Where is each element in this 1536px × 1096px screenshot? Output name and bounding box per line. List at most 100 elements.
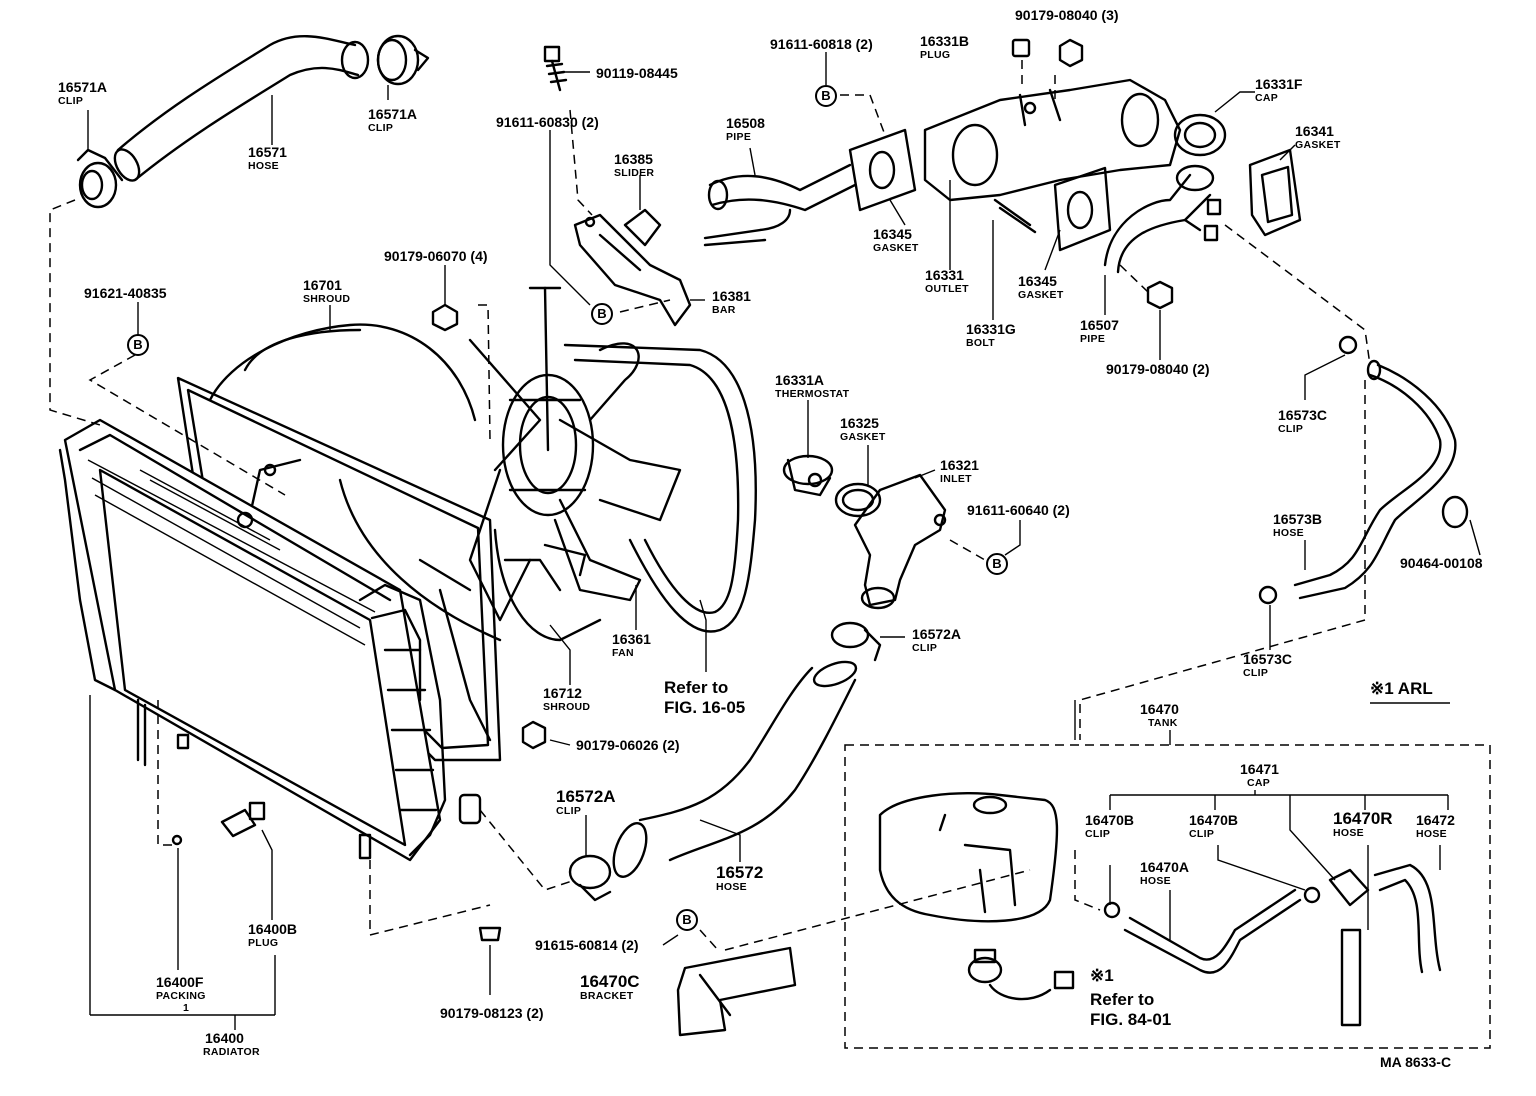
label-16712-name: SHROUD xyxy=(543,701,591,713)
callout-b-91611-60830: B xyxy=(591,303,613,325)
label-16385-name: SLIDER xyxy=(614,167,655,179)
label-91611-60830-number: 91611-60830 (2) xyxy=(496,114,599,130)
pipe-16507 xyxy=(1103,164,1222,274)
refer-fig-16-05-line1: Refer to xyxy=(664,678,729,697)
dashed-leaders xyxy=(49,60,1371,951)
bolt-16331G xyxy=(993,198,1037,234)
label-90179-06026-number: 90179-06026 (2) xyxy=(576,737,680,753)
label-16470B-b-number: 16470B xyxy=(1189,812,1239,828)
clip-16573C-top xyxy=(1338,335,1358,355)
label-16572A-left-name: CLIP xyxy=(556,805,582,817)
thermostat-16331A xyxy=(782,454,834,497)
label-16470A-number: 16470A xyxy=(1140,859,1190,875)
bracket-16470C xyxy=(676,946,797,1037)
label-16470B-b-name: CLIP xyxy=(1189,828,1215,840)
level-sensor xyxy=(967,948,1075,1001)
nut-90179-06070 xyxy=(431,303,459,332)
reserve-tank-box xyxy=(844,744,1491,1049)
label-16507-name: PIPE xyxy=(1080,333,1106,345)
nut-90179-08040-top xyxy=(1058,38,1084,68)
label-16572-number: 16572 xyxy=(716,863,764,882)
upper-hose-16571 xyxy=(113,35,370,182)
label-16572-name: HOSE xyxy=(716,881,747,893)
inlet-16321 xyxy=(853,473,947,610)
label-16573B-name: HOSE xyxy=(1273,527,1304,539)
label-16571A-name: CLIP xyxy=(58,95,84,107)
label-90179-08040-3-number: 90179-08040 (3) xyxy=(1015,7,1119,23)
label-16331B-number: 16331B xyxy=(920,33,970,49)
label-16331G-name: BOLT xyxy=(966,337,995,349)
label-16701-name: SHROUD xyxy=(303,293,351,305)
cap-16331F xyxy=(1173,113,1227,157)
label-16361-name: FAN xyxy=(612,647,634,659)
label-16400F-name: PACKING xyxy=(156,990,206,1002)
label-16345-b-number: 16345 xyxy=(1018,273,1057,289)
label-16325-number: 16325 xyxy=(840,415,879,431)
lower-hose-16572 xyxy=(612,660,858,878)
label-16381-number: 16381 xyxy=(712,288,751,304)
clip-16571A-left xyxy=(76,148,124,209)
label-16331F-number: 16331F xyxy=(1255,76,1303,92)
callout-b-91611-60640: B xyxy=(986,553,1008,575)
plug-16400B xyxy=(220,801,266,838)
label-16701-number: 16701 xyxy=(303,277,342,293)
label-16331-number: 16331 xyxy=(925,267,964,283)
label-16345-a-name: GASKET xyxy=(873,242,919,254)
label-16361-number: 16361 xyxy=(612,631,651,647)
label-16470B-a-name: CLIP xyxy=(1085,828,1111,840)
radiator-16400 xyxy=(58,418,482,862)
label-16573C-bottom-name: CLIP xyxy=(1243,667,1269,679)
nut-90179-08040-bottom xyxy=(1146,280,1174,310)
label-16472-name: HOSE xyxy=(1416,828,1447,840)
hose-16470A xyxy=(1123,888,1302,974)
label-16321-name: INLET xyxy=(940,473,972,485)
label-16381-name: BAR xyxy=(712,304,736,316)
plug-16331B xyxy=(1011,38,1031,58)
label-16471-name: CAP xyxy=(1247,777,1271,789)
clip-16571A-right xyxy=(376,34,430,86)
label-16470R-name: HOSE xyxy=(1333,827,1364,839)
outlet-16331 xyxy=(923,78,1182,202)
label-91611-60818-number: 91611-60818 (2) xyxy=(770,36,873,52)
callout-b-91611-60818: B xyxy=(815,85,837,107)
hose-16573B xyxy=(1293,359,1457,600)
label-16470-number: 16470 xyxy=(1140,701,1179,717)
label-16508-number: 16508 xyxy=(726,115,765,131)
label-16507-number: 16507 xyxy=(1080,317,1119,333)
label-16331B-name: PLUG xyxy=(920,49,951,61)
label-16331-name: OUTLET xyxy=(925,283,969,295)
bar-16381 xyxy=(573,213,692,327)
shroud-16712 xyxy=(493,528,602,642)
label-16385-number: 16385 xyxy=(614,151,653,167)
gasket-16345-a xyxy=(848,128,917,212)
gasket-16341 xyxy=(1248,148,1302,237)
arl-note: ※1 ARL xyxy=(1370,679,1433,698)
label-16331A-number: 16331A xyxy=(775,372,825,388)
ring-90464 xyxy=(1441,495,1469,529)
diagram-code: MA 8633-C xyxy=(1380,1054,1452,1070)
bolt-90119 xyxy=(543,45,568,92)
label-16571A-right-name: CLIP xyxy=(368,122,394,134)
label-90464-number: 90464-00108 xyxy=(1400,555,1483,571)
label-91611-60640-number: 91611-60640 (2) xyxy=(967,502,1070,518)
callout-b-91621: B xyxy=(127,334,149,356)
cap-16471 xyxy=(1328,868,1370,907)
label-16571-name: HOSE xyxy=(248,160,279,172)
label-16341-name: GASKET xyxy=(1295,139,1341,151)
gasket-16345-b xyxy=(1053,166,1112,252)
label-16470A-name: HOSE xyxy=(1140,875,1171,887)
clip-16573C-bottom xyxy=(1258,585,1278,605)
label-16508-name: PIPE xyxy=(726,131,752,143)
label-16400B-name: PLUG xyxy=(248,937,279,949)
label-16470C-name: BRACKET xyxy=(580,990,634,1002)
clip-16470B-a xyxy=(1103,901,1121,919)
label-90179-08040-2-number: 90179-08040 (2) xyxy=(1106,361,1210,377)
label-16573C-bottom-number: 16573C xyxy=(1243,651,1293,667)
label-16573C-top-number: 16573C xyxy=(1278,407,1328,423)
label-16400-name: RADIATOR xyxy=(203,1046,260,1058)
label-16331A-name: THERMOSTAT xyxy=(775,388,850,400)
plug-90179-08123 xyxy=(478,926,502,942)
label-16325-name: GASKET xyxy=(840,431,886,443)
packing-16400F xyxy=(171,834,183,846)
